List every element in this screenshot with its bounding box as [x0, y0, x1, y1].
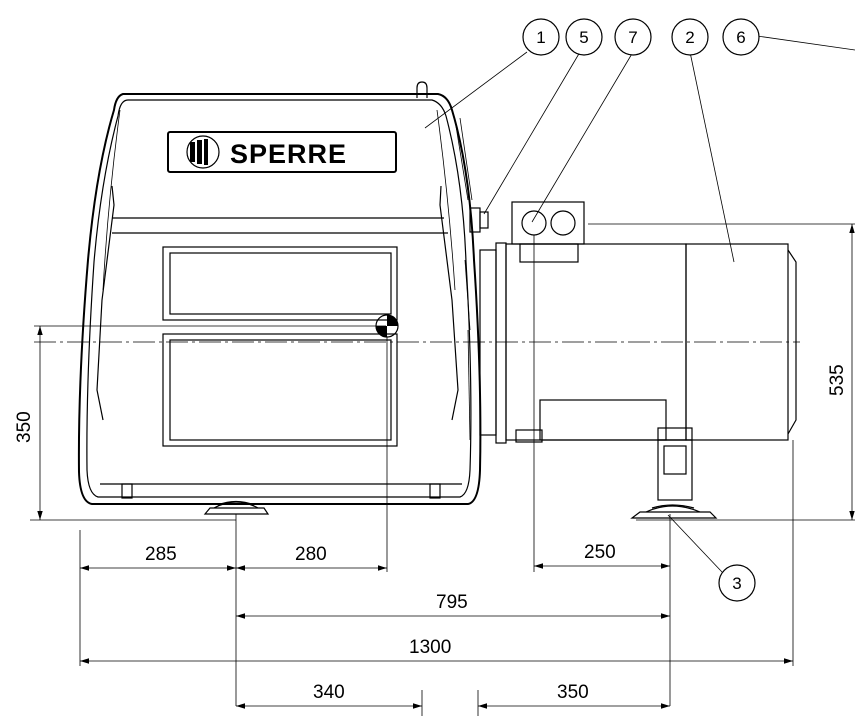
dim-535: 535: [827, 364, 848, 396]
svg-text:3: 3: [732, 574, 741, 593]
balloon-2: 2: [671, 18, 709, 56]
logo-text: SPERRE: [230, 139, 347, 169]
dim-340: 340: [313, 682, 345, 703]
balloon-5: 5: [565, 18, 603, 56]
dim-350-bottom: 350: [557, 682, 589, 703]
leader-lines: [424, 35, 855, 573]
left-foot: [203, 500, 270, 515]
svg-text:2: 2: [685, 28, 694, 47]
dim-1300: 1300: [409, 637, 451, 658]
compressor-housing: [77, 81, 482, 505]
front-panels: [162, 246, 398, 447]
svg-text:1: 1: [536, 28, 545, 47]
dimension-labels: 285 280 250 795 1300 340 350 350 535: [14, 364, 848, 703]
balloon-6: 6: [722, 18, 760, 56]
svg-text:5: 5: [579, 28, 588, 47]
balloon-3: 3: [718, 564, 756, 602]
sperre-logo: SPERRE: [167, 131, 397, 173]
balloon-7: 7: [614, 18, 652, 56]
balloon-1: 1: [522, 18, 560, 56]
right-foot: [630, 439, 718, 519]
svg-text:7: 7: [628, 28, 637, 47]
dim-350-left: 350: [14, 411, 35, 443]
dimension-lines: [30, 223, 855, 716]
dim-795: 795: [436, 592, 468, 613]
electric-motor: [505, 201, 797, 443]
dim-250: 250: [584, 542, 616, 563]
dim-285: 285: [145, 544, 177, 565]
svg-text:6: 6: [736, 28, 745, 47]
flange: [469, 207, 507, 444]
dim-280: 280: [295, 544, 327, 565]
